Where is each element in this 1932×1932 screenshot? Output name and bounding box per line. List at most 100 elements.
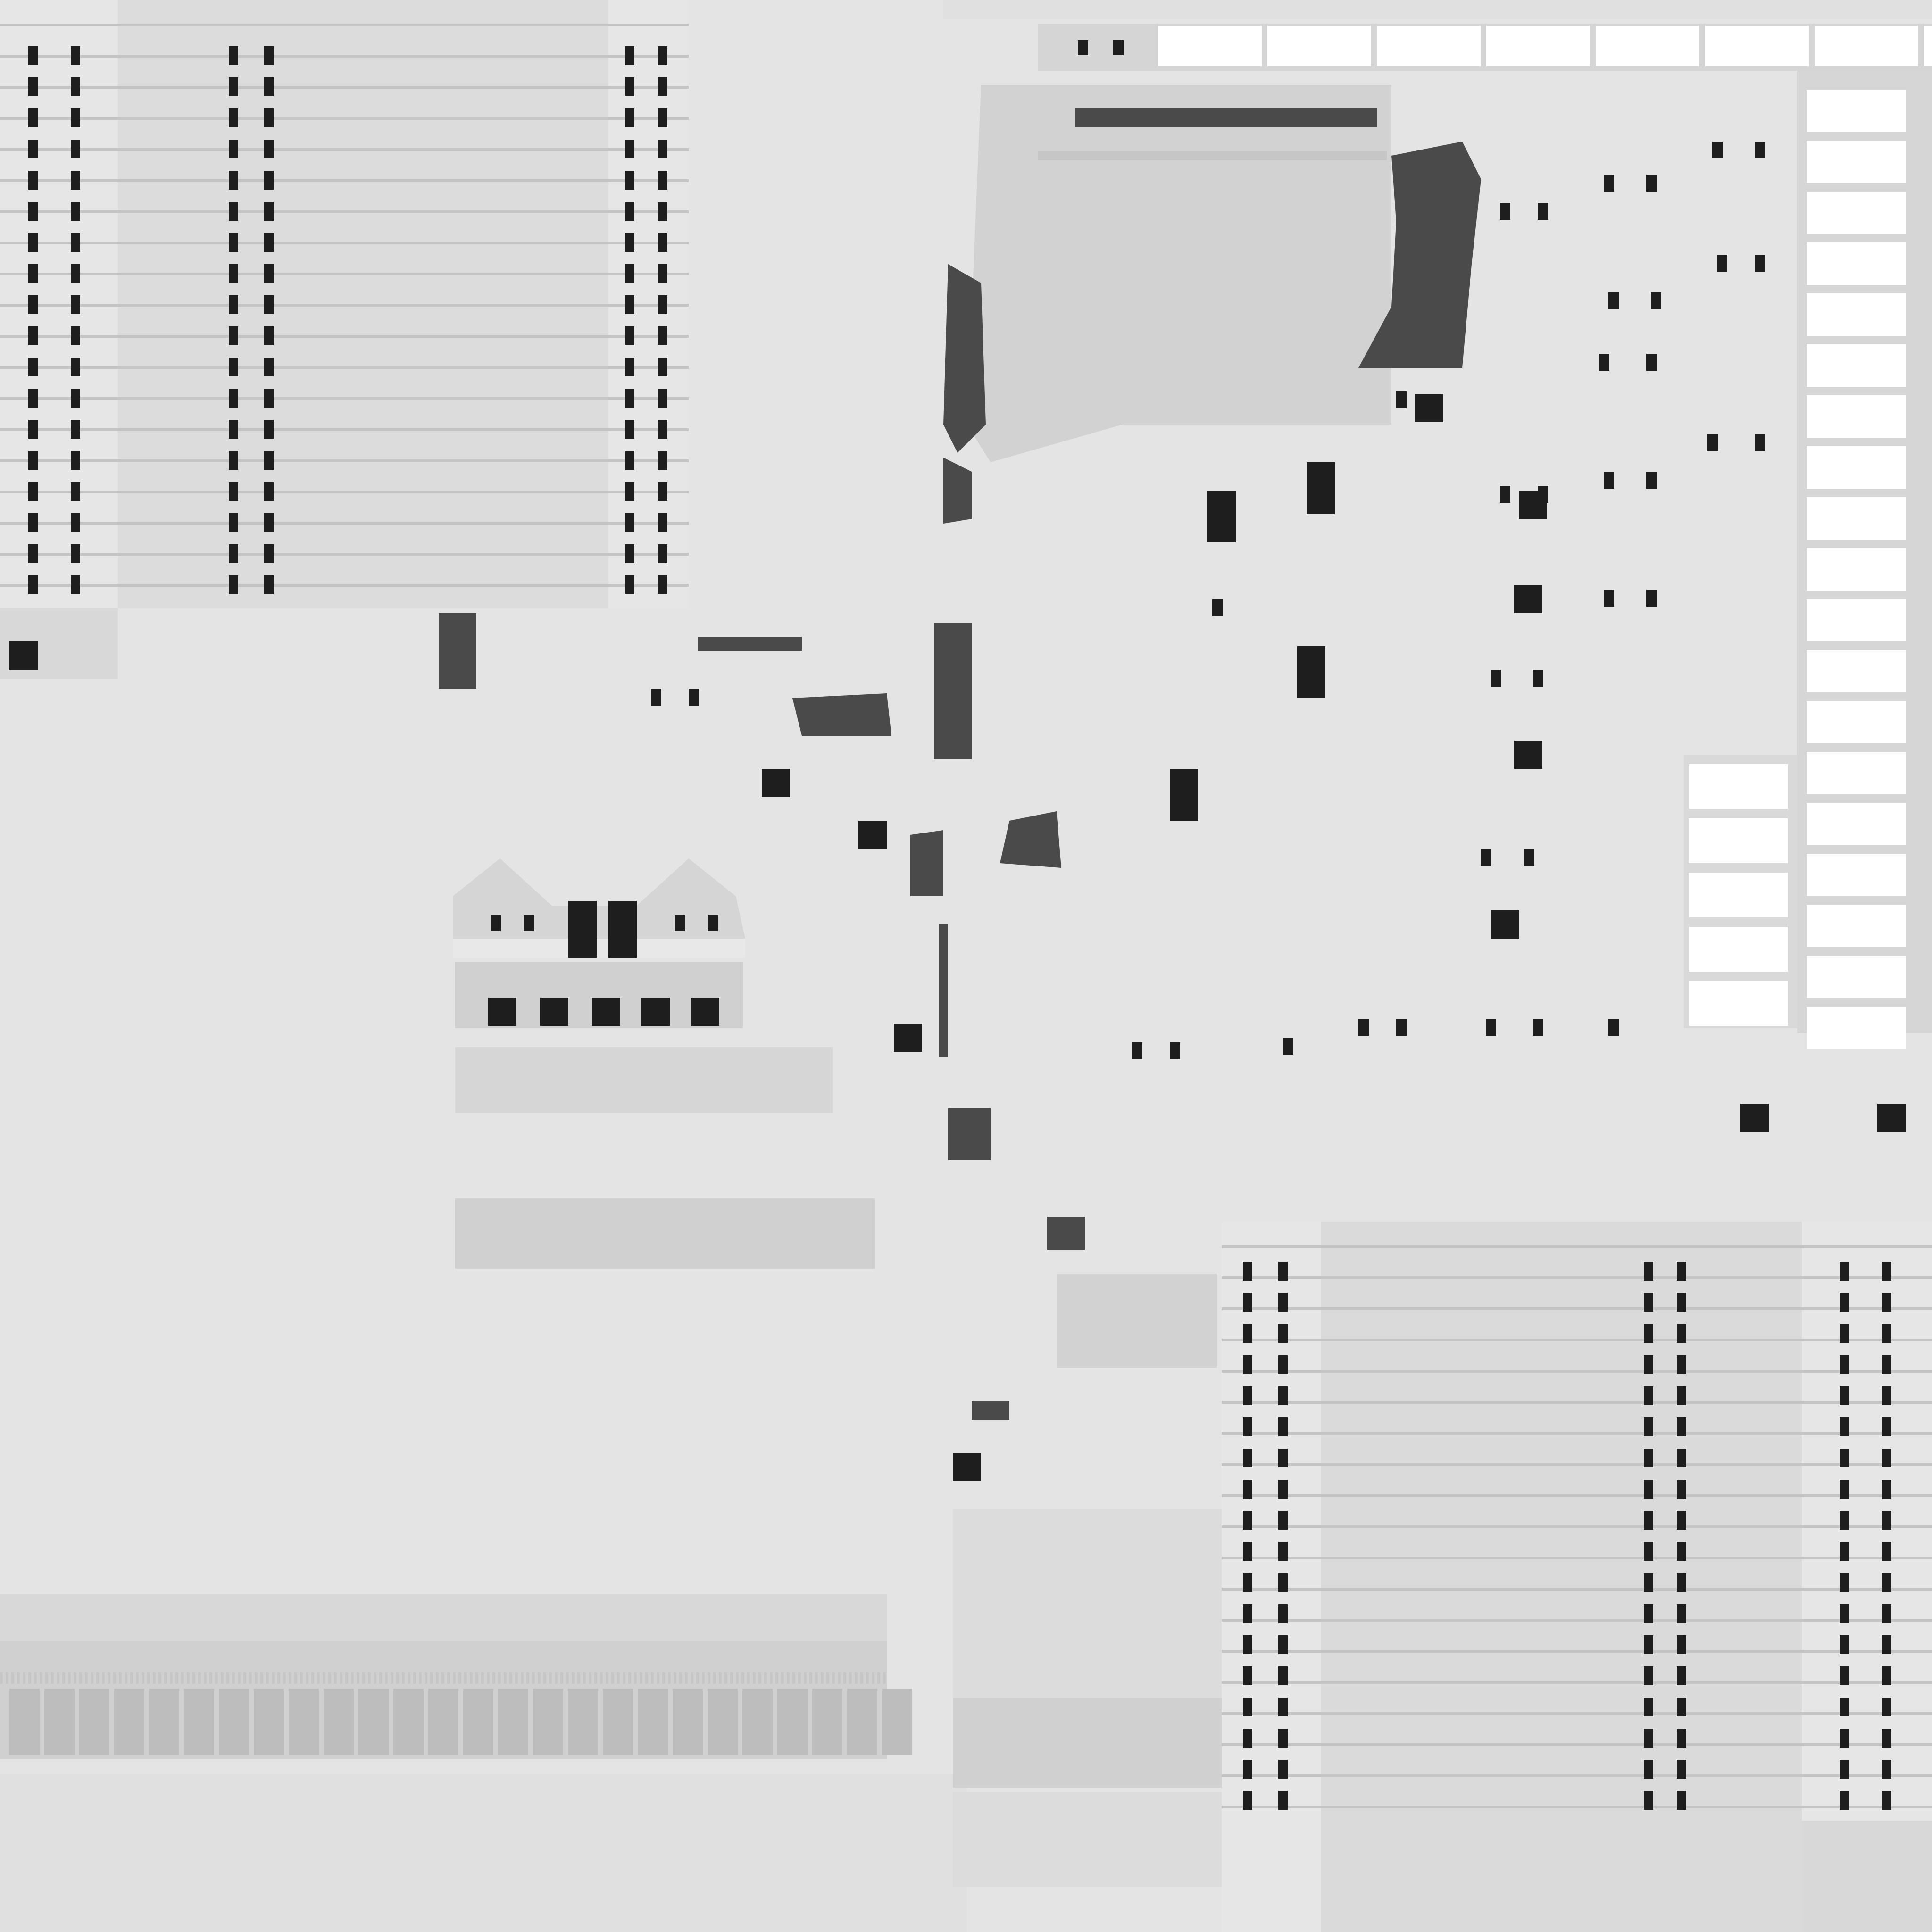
window — [229, 295, 238, 314]
window — [229, 108, 238, 127]
shutter-slat — [812, 1689, 842, 1755]
railing-bar — [634, 1672, 637, 1684]
floor-line — [1222, 1588, 1932, 1591]
window — [1677, 1355, 1686, 1374]
railing-bar — [628, 1672, 631, 1684]
window — [1243, 1573, 1252, 1592]
railing-bar — [860, 1672, 863, 1684]
window — [1840, 1542, 1849, 1561]
window — [71, 202, 80, 221]
window — [1644, 1791, 1653, 1810]
railing-bar — [170, 1672, 173, 1684]
window — [264, 171, 274, 190]
window — [1396, 391, 1407, 408]
railing-bar — [34, 1672, 37, 1684]
window — [1882, 1635, 1891, 1654]
window — [658, 77, 667, 96]
window — [1840, 1480, 1849, 1499]
window — [1278, 1760, 1288, 1779]
railing-bar — [402, 1672, 405, 1684]
railing-bar — [487, 1672, 490, 1684]
floor-line — [0, 366, 689, 369]
railing-bar — [464, 1672, 467, 1684]
railing-bar — [509, 1672, 512, 1684]
window — [264, 358, 274, 376]
balcony-panel — [1807, 141, 1906, 183]
railing-bar — [181, 1672, 184, 1684]
railing-bar — [119, 1672, 122, 1684]
balcony-panel — [1807, 752, 1906, 794]
railing-bar — [521, 1672, 524, 1684]
window — [1712, 142, 1723, 158]
window — [1882, 1791, 1891, 1810]
window — [1278, 1417, 1288, 1436]
window — [1840, 1355, 1849, 1374]
storefront-bottom-left — [0, 1594, 967, 1932]
railing-bar — [594, 1672, 597, 1684]
window — [625, 264, 634, 283]
railing-bar — [849, 1672, 852, 1684]
railing-bar — [266, 1672, 269, 1684]
balcony-panel — [1377, 26, 1481, 66]
window — [1113, 40, 1124, 55]
railing-bar — [719, 1672, 722, 1684]
window — [1677, 1449, 1686, 1467]
middle-bottom-panels — [953, 1274, 1222, 1887]
floor-line — [1222, 1401, 1932, 1404]
railing-bar — [504, 1672, 507, 1684]
window — [658, 233, 667, 252]
floor-line — [1222, 1339, 1932, 1341]
window — [1677, 1760, 1686, 1779]
window — [71, 482, 80, 501]
window — [1677, 1511, 1686, 1530]
balcony-panel — [1807, 395, 1906, 438]
window — [708, 915, 718, 931]
railing-bar — [475, 1672, 478, 1684]
window — [658, 544, 667, 563]
window — [1646, 472, 1657, 489]
window — [1243, 1760, 1252, 1779]
window — [1882, 1573, 1891, 1592]
railing-bar — [883, 1672, 886, 1684]
window — [71, 140, 80, 158]
railing-bar — [651, 1672, 654, 1684]
window-grid — [1415, 394, 1443, 422]
railing-bar — [526, 1672, 529, 1684]
railing-bar — [260, 1672, 263, 1684]
window — [1840, 1760, 1849, 1779]
window — [625, 46, 634, 65]
tower-facade-bottom-right — [1222, 1222, 1932, 1932]
floor-line — [0, 459, 689, 462]
railing-bar — [289, 1672, 291, 1684]
window — [264, 326, 274, 345]
window — [1882, 1542, 1891, 1561]
window — [1644, 1355, 1653, 1374]
railing-bar — [583, 1672, 586, 1684]
window — [1882, 1480, 1891, 1499]
window — [71, 295, 80, 314]
balcony-panel — [1807, 905, 1906, 947]
railing-bar — [674, 1672, 676, 1684]
balcony-panel — [1924, 26, 1932, 66]
railing-bar — [221, 1672, 224, 1684]
top-strip-panels — [943, 0, 1932, 71]
railing-bar — [543, 1672, 546, 1684]
window — [1644, 1542, 1653, 1561]
railing-bar — [741, 1672, 744, 1684]
window — [1677, 1791, 1686, 1810]
shutter-slat — [847, 1689, 877, 1755]
shutter-slat — [44, 1689, 75, 1755]
railing-bar — [62, 1672, 65, 1684]
railing-bar — [91, 1672, 93, 1684]
window — [1677, 1729, 1686, 1748]
floor-line — [0, 210, 689, 213]
shutter-slat — [603, 1689, 633, 1755]
window — [264, 575, 274, 594]
railing-bar — [657, 1672, 659, 1684]
window — [264, 482, 274, 501]
railing-bar — [747, 1672, 750, 1684]
balcony-panel — [1158, 26, 1262, 66]
railing-bar — [204, 1672, 207, 1684]
floor-line — [1222, 1525, 1932, 1528]
railing-bar — [645, 1672, 648, 1684]
